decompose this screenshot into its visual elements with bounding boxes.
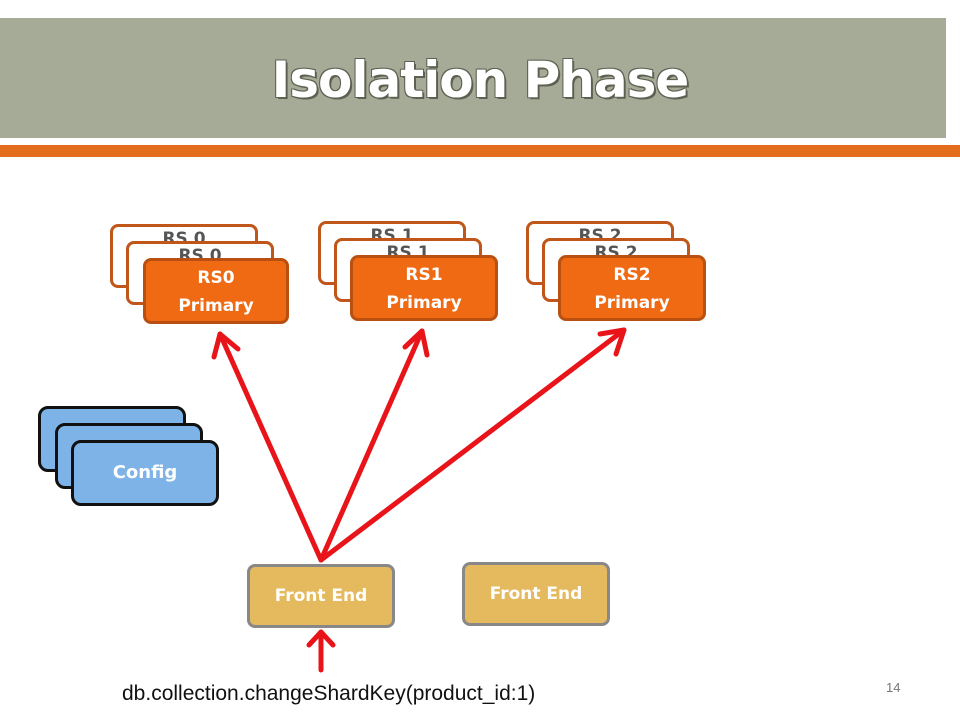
arrow-command-head xyxy=(306,629,336,648)
arrow-to-rs2-head xyxy=(597,327,627,357)
slide-number: 14 xyxy=(886,680,901,695)
config-label: Config xyxy=(112,462,178,483)
front-end-active-label: Front End xyxy=(274,586,368,606)
rs1-role: Primary xyxy=(386,293,462,313)
rs1-primary-node: RS1 Primary xyxy=(350,255,498,321)
rs1-name: RS1 xyxy=(405,265,443,285)
rs2-primary-node: RS2 Primary xyxy=(558,255,706,321)
config-server-front: Config xyxy=(71,440,219,506)
front-end-idle-label: Front End xyxy=(489,584,583,604)
arrow-to-rs1-head xyxy=(402,328,430,358)
front-end-idle: Front End xyxy=(462,562,610,626)
arrow-to-rs0 xyxy=(217,331,324,563)
title-bar xyxy=(0,18,946,138)
command-text: db.collection.changeShardKey(product_id:… xyxy=(122,682,536,705)
rs0-name: RS0 xyxy=(197,268,235,288)
rs2-name: RS2 xyxy=(613,265,651,285)
arrow-to-rs2 xyxy=(318,327,627,563)
rs2-role: Primary xyxy=(594,293,670,313)
rs0-primary-node: RS0 Primary xyxy=(143,258,289,324)
arrow-to-rs0-head xyxy=(211,331,241,360)
arrow-to-rs1 xyxy=(318,328,425,563)
rs0-role: Primary xyxy=(178,296,254,316)
front-end-active: Front End xyxy=(247,564,395,628)
slide-title: Isolation Phase xyxy=(271,51,690,109)
title-underline xyxy=(0,145,960,157)
